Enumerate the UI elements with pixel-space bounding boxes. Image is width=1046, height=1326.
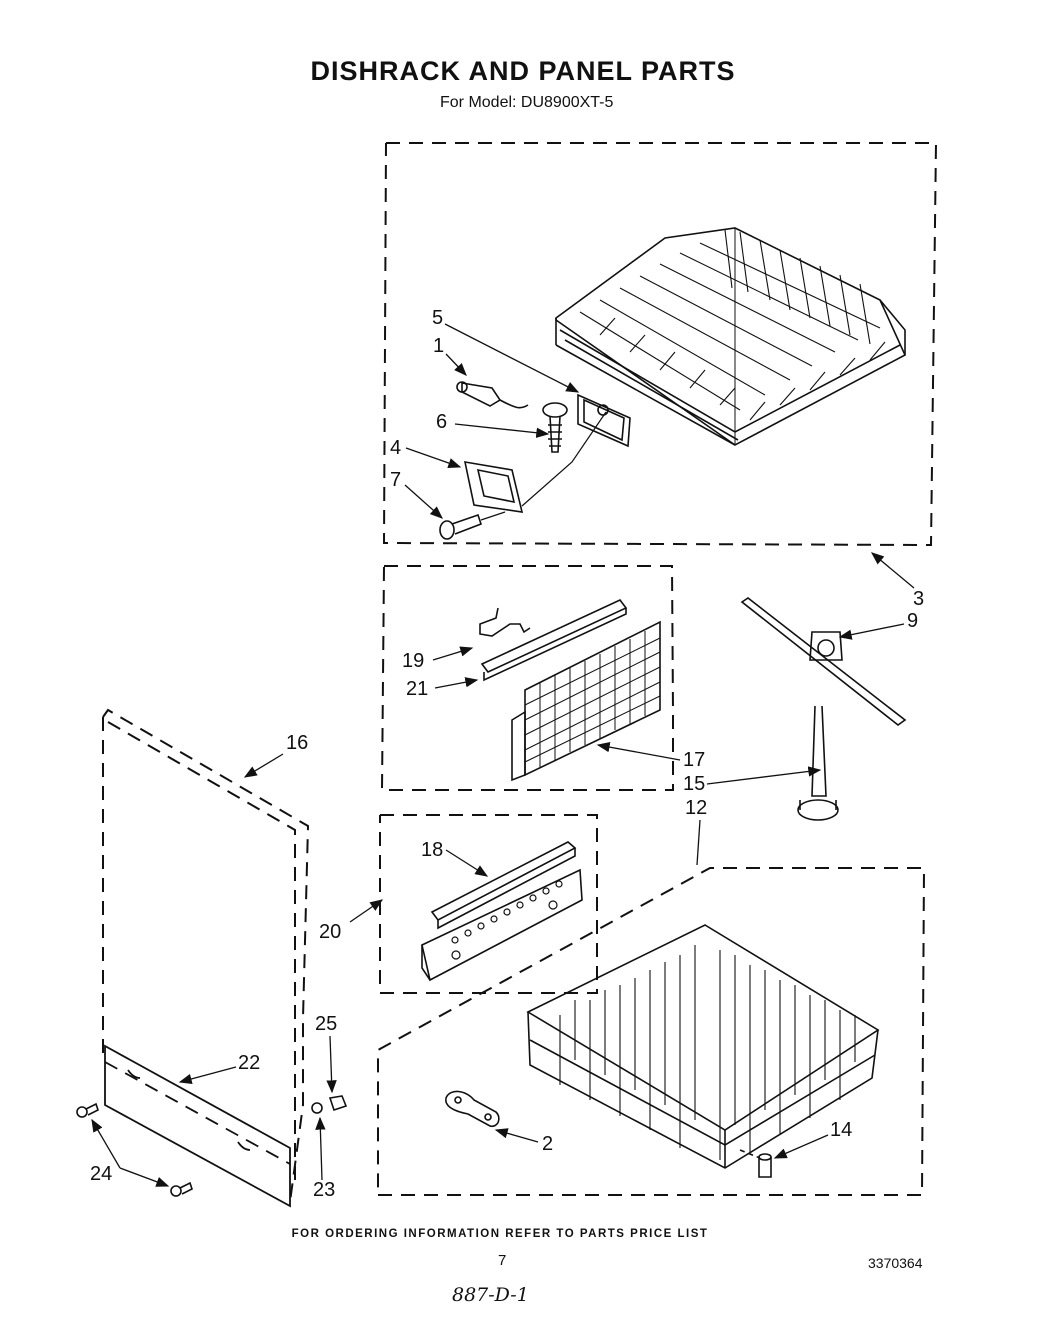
callout-14: 14: [830, 1119, 852, 1141]
callout-19: 19: [402, 650, 424, 672]
spray-arm: [740, 597, 907, 727]
callout-15: 15: [683, 773, 705, 795]
callout-4: 4: [390, 437, 401, 459]
rack-stop-clip: [456, 381, 529, 409]
callout-5: 5: [432, 307, 443, 329]
upper-dishrack: [555, 227, 907, 446]
rack-bolt: [439, 513, 483, 540]
lower-dishrack: [526, 924, 880, 1169]
filter-screen-panel: [511, 620, 661, 782]
callout-21: 21: [406, 678, 428, 700]
spray-arm-support: [797, 705, 839, 821]
callout-17: 17: [683, 749, 705, 771]
callout-7: 7: [390, 469, 401, 491]
filter-guide-rail: [480, 599, 628, 682]
callout-3: 3: [913, 588, 924, 610]
lower-rack-group-box: [377, 867, 926, 1196]
panel-trim-strip: [430, 841, 577, 930]
callout-18: 18: [421, 839, 443, 861]
callout-16: 16: [286, 732, 308, 754]
callout-20: 20: [319, 921, 341, 943]
model-subtitle: For Model: DU8900XT-5: [440, 94, 614, 111]
control-panel-strip: [104, 1044, 291, 1208]
callout-12: 12: [685, 797, 707, 819]
document-number: 3370364: [868, 1255, 923, 1271]
callout-22: 22: [238, 1052, 260, 1074]
rack-roller-screw: [542, 402, 568, 453]
callout-1: 1: [433, 335, 444, 357]
lower-rack-clip: [445, 1090, 500, 1128]
detergent-group-box: [379, 814, 598, 994]
page-title: DISHRACK AND PANEL PARTS: [310, 56, 736, 86]
handwritten-note: 887-D-1: [452, 1284, 529, 1306]
rack-wheel-axle: [739, 1149, 772, 1178]
vent-panel: [421, 868, 583, 982]
rack-roller-housing: [463, 461, 524, 513]
page-number: 7: [498, 1252, 507, 1269]
ordering-footer: FOR ORDERING INFORMATION REFER TO PARTS …: [291, 1228, 709, 1240]
leader-lines: [91, 323, 915, 1187]
callout-6: 6: [436, 411, 447, 433]
callout-23: 23: [313, 1179, 335, 1201]
door-panel: [102, 708, 310, 1203]
filter-group-box: [380, 565, 674, 791]
rack-roller-assembly: [577, 393, 631, 448]
filter-guide-clip: [479, 607, 531, 637]
door-hinge-hardware: [311, 1095, 348, 1114]
hardware-explode-lines: [480, 411, 607, 521]
panel-screws: [76, 1102, 193, 1197]
upper-rack-group-box: [382, 142, 938, 547]
callout-2: 2: [542, 1133, 553, 1155]
callout-9: 9: [907, 610, 918, 632]
callout-24: 24: [90, 1163, 112, 1185]
callout-25: 25: [315, 1013, 337, 1035]
